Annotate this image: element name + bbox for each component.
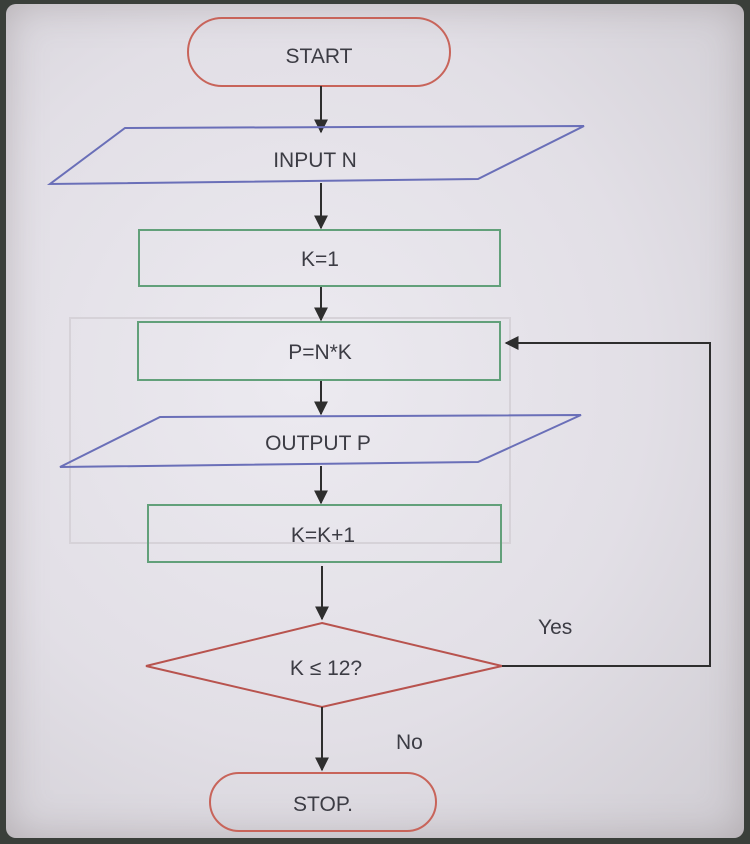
stop-terminal: STOP. (209, 772, 437, 832)
compute-p-process: P=N*K (137, 321, 501, 381)
start-label: START (286, 45, 353, 68)
input-n-label: INPUT N (273, 149, 357, 172)
yes-label: Yes (538, 616, 572, 639)
decision-label: K ≤ 12? (290, 657, 362, 680)
output-p-label: OUTPUT P (265, 432, 371, 455)
start-terminal: START (187, 17, 451, 87)
input-n-parallelogram: INPUT N (46, 125, 585, 186)
no-label: No (396, 731, 423, 754)
increment-k-label: K=K+1 (291, 524, 355, 547)
decision-diamond: K ≤ 12? (145, 621, 503, 709)
bleed-through-box (69, 317, 511, 544)
increment-k-process: K=K+1 (147, 504, 502, 563)
paper-background (6, 4, 744, 838)
init-k-process: K=1 (138, 229, 501, 287)
output-p-parallelogram: OUTPUT P (59, 414, 582, 468)
compute-p-label: P=N*K (288, 341, 352, 364)
stop-label: STOP. (293, 793, 353, 816)
arrow-yes-loop (502, 336, 711, 667)
init-k-label: K=1 (301, 248, 339, 271)
